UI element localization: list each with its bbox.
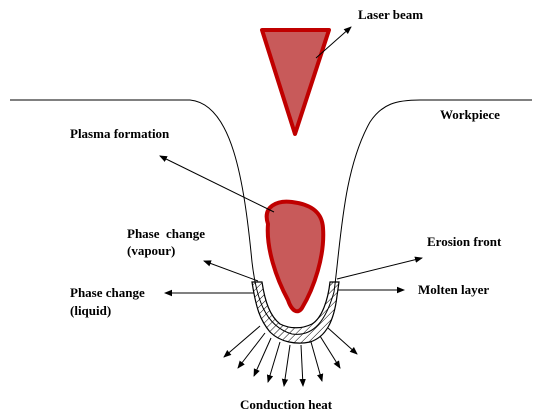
plasma-plume <box>267 202 324 312</box>
laser-beam-label: Laser beam <box>358 7 423 22</box>
phase-change-vapour-arrow <box>204 261 258 281</box>
phase-change-vapour-label-line1: Phase change <box>127 226 205 241</box>
conduction-heat-arrow <box>301 345 303 386</box>
erosion-front-label: Erosion front <box>427 234 502 249</box>
plasma-formation-arrow <box>160 156 274 212</box>
conduction-heat-arrow <box>284 345 290 386</box>
laser-beam-cone <box>262 30 329 134</box>
workpiece-label: Workpiece <box>440 107 500 122</box>
conduction-heat-arrow <box>268 342 280 382</box>
phase-change-liquid-label-line2: (liquid) <box>70 303 111 318</box>
conduction-heat-arrow <box>224 326 260 357</box>
plasma-formation-label: Plasma formation <box>70 126 170 141</box>
conduction-heat-arrow <box>320 336 340 368</box>
erosion-front-arrow <box>337 258 422 279</box>
phase-change-liquid-label-line1: Phase change <box>70 285 145 300</box>
conduction-heat-arrow <box>238 333 265 368</box>
conduction-heat-arrow <box>311 342 322 381</box>
molten-layer-label: Molten layer <box>418 282 489 297</box>
conduction-heat-label: Conduction heat <box>240 397 333 412</box>
conduction-heat-arrow <box>328 328 357 354</box>
phase-change-vapour-label-line2: (vapour) <box>127 243 175 258</box>
